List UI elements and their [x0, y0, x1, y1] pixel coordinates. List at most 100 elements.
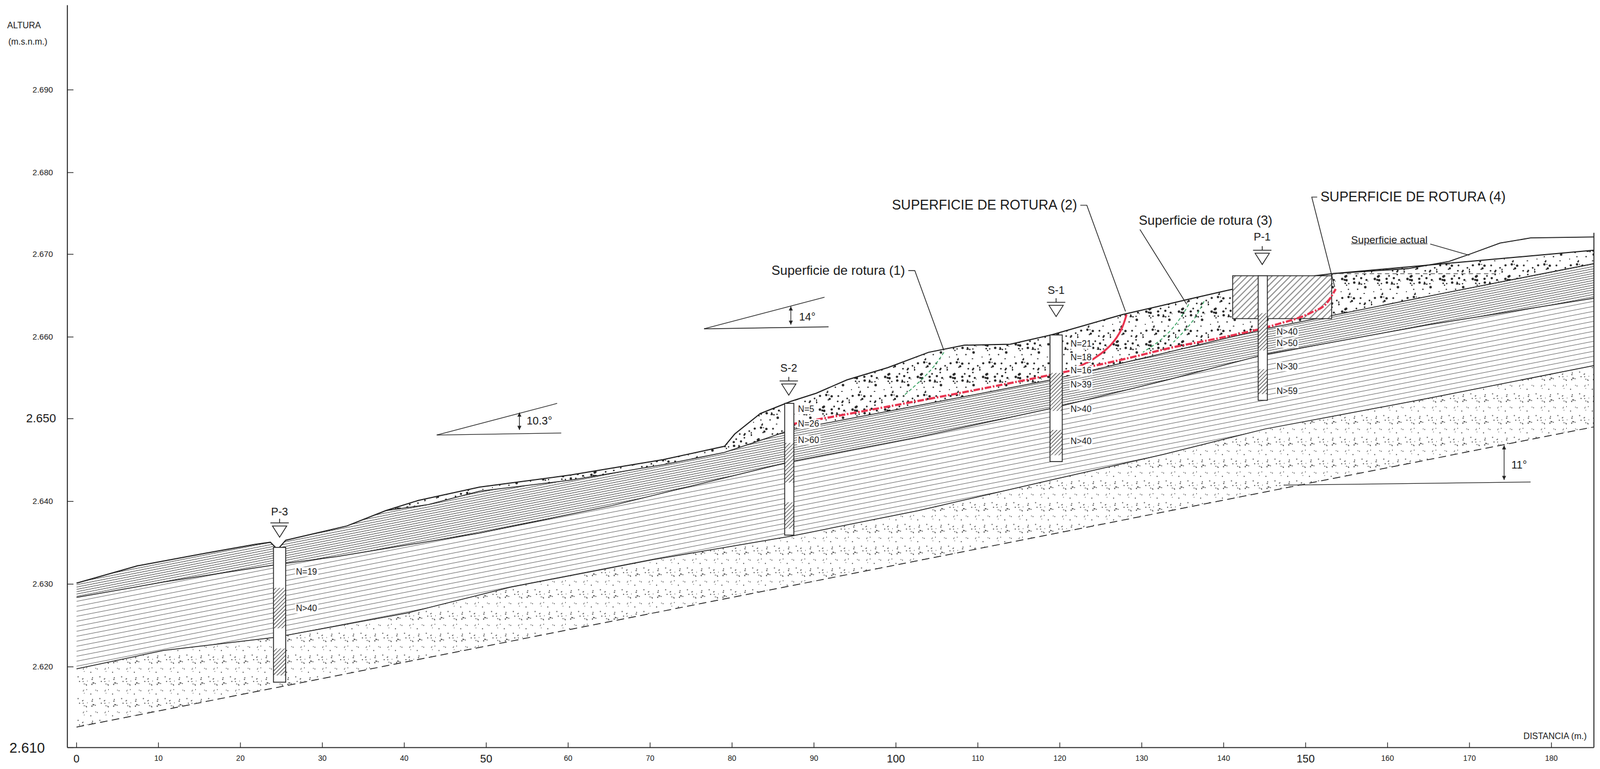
distance-tick: 180: [1543, 754, 1559, 763]
elevation-tick: 2.680: [31, 168, 55, 178]
axis-tick: [1387, 742, 1388, 747]
borehole-hatch: [1049, 372, 1063, 411]
elevation-tick: 2.640: [31, 496, 55, 506]
axis-tick: [895, 742, 897, 747]
leader-line: [1139, 229, 1187, 305]
failure-surface-main: [793, 288, 1336, 424]
distance-tick: 90: [808, 754, 820, 763]
axis-tick: [67, 171, 74, 173]
borehole-hatch: [784, 502, 794, 529]
axis-title: ALTURA: [5, 20, 42, 31]
failure-surfaces: [793, 288, 1336, 424]
borehole-hatch: [1258, 368, 1268, 394]
elevation-tick: 2.670: [31, 249, 55, 259]
spt-value: N>30: [1275, 361, 1300, 372]
axis-tick: [649, 742, 651, 747]
axis-tick: [67, 336, 74, 338]
elevation-tick: 2.690: [31, 85, 55, 95]
spt-value: N=16: [1069, 365, 1093, 376]
dashed-line: [1331, 273, 1500, 274]
axis-title: DISTANCIA (m.): [1522, 731, 1588, 741]
spt-value: N=19: [294, 566, 319, 577]
failure-surface-label: Superficie de rotura (1): [770, 263, 906, 278]
borehole-label: P-3: [269, 505, 289, 518]
axis-tick: [67, 746, 74, 748]
borehole-log: [784, 403, 794, 535]
axis-unit: (m.s.n.m.): [7, 36, 49, 47]
angle-label: 10.3°: [525, 414, 554, 427]
spt-value: N>60: [797, 435, 821, 446]
borehole-hatch: [273, 648, 287, 676]
borehole-outline: [1258, 275, 1268, 401]
spt-value: N=26: [797, 418, 821, 429]
axis-tick: [977, 742, 979, 747]
angle-line: [1283, 482, 1531, 486]
elevation-tick: 2.660: [31, 332, 55, 342]
borehole-log: [273, 547, 287, 683]
borehole-outline: [784, 403, 794, 535]
axis-tick: [322, 742, 323, 747]
distance-tick: 170: [1461, 754, 1477, 763]
ground-line: [76, 250, 1595, 584]
borehole-hatch: [273, 587, 287, 628]
borehole-symbol: [1048, 305, 1064, 317]
angle-label: 14°: [798, 310, 817, 323]
axis-tick: [158, 742, 159, 747]
spt-value: N>50: [1275, 338, 1300, 349]
distance-tick: 50: [479, 752, 494, 765]
borehole-hatch: [1049, 429, 1063, 456]
axis-tick: [1305, 742, 1306, 747]
borehole-symbol: [1252, 245, 1272, 251]
stratum-boundary: [76, 298, 1595, 598]
angle-markers: [436, 297, 1531, 485]
distance-tick: 20: [235, 754, 246, 763]
distance-tick: 0: [72, 752, 81, 765]
leader-line: [1430, 243, 1470, 256]
angle-line: [436, 403, 558, 435]
angle-arrow: [788, 306, 794, 311]
angle-line: [703, 326, 829, 329]
elevation-tick: 2.620: [31, 662, 55, 672]
spt-value: N>59: [1275, 386, 1300, 397]
angle-label: 11°: [1510, 458, 1529, 471]
borehole-symbol: [781, 384, 796, 396]
axis-tick: [485, 742, 487, 747]
distance-tick: 10: [152, 754, 164, 763]
boreholes: [270, 245, 1272, 682]
failure-surface-label: SUPERFICIE DE ROTURA (4): [1319, 189, 1507, 205]
distance-tick: 40: [398, 754, 410, 763]
spt-value: N>40: [1069, 404, 1093, 415]
axis-tick: [239, 742, 241, 747]
axis-tick: [67, 501, 74, 502]
stratum-boundary: [76, 365, 1595, 669]
elevation-tick: 2.630: [31, 579, 55, 589]
angle-arrow: [517, 412, 522, 417]
distance-tick: 140: [1216, 754, 1232, 763]
axis-tick: [1059, 742, 1060, 747]
borehole-log: [1049, 334, 1063, 462]
borehole-hatch: [1258, 312, 1268, 351]
borehole-hatch: [784, 442, 794, 483]
spt-value: N>39: [1069, 380, 1093, 391]
spt-value: N>40: [1069, 436, 1093, 447]
borehole-symbol: [1046, 298, 1066, 303]
angle-arrow: [517, 425, 522, 430]
distance-tick: 30: [317, 754, 329, 763]
angle-arrow: [1502, 475, 1507, 480]
axis-tick: [67, 666, 74, 667]
elevation-tick: 2.650: [25, 411, 58, 425]
angle-arrow: [788, 320, 794, 325]
colluvium-layer: [385, 250, 1595, 511]
spt-value: N>40: [294, 603, 319, 614]
axis-tick: [1223, 742, 1225, 747]
angle-line: [436, 433, 562, 436]
leader-line: [908, 270, 944, 350]
elevation-tick: 2.610: [8, 739, 46, 756]
clay-layer-lower: [76, 298, 1595, 669]
axis-tick: [67, 89, 74, 90]
surface-label: Superficie actual: [1349, 234, 1429, 246]
angle-line: [703, 297, 825, 329]
failure-surface-minor: [1143, 304, 1189, 352]
failure-surface-minor: [1173, 301, 1204, 343]
stratum-boundary: [385, 263, 1595, 511]
